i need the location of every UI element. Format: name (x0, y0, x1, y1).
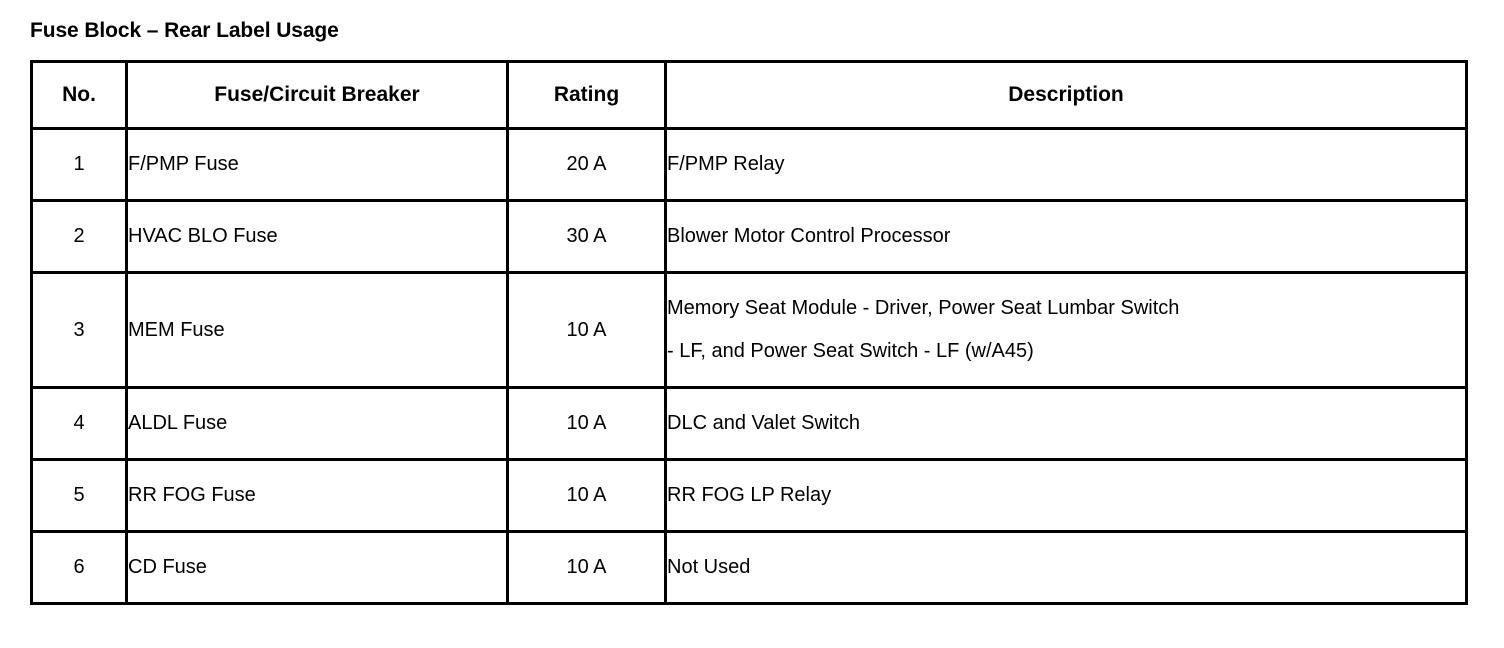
table-header: No. Fuse/Circuit Breaker Rating Descript… (30, 60, 1468, 130)
cell-description: Memory Seat Module - Driver, Power Seat … (664, 271, 1468, 389)
description-line: F/PMP Relay (667, 153, 785, 175)
cell-description: RR FOG LP Relay (664, 458, 1468, 533)
cell-no: 2 (30, 199, 128, 274)
table-row: 4 ALDL Fuse 10 A DLC and Valet Switch (30, 386, 1468, 461)
cell-fuse-name: RR FOG Fuse (125, 458, 509, 533)
cell-no: 6 (30, 530, 128, 605)
table-row: 5 RR FOG Fuse 10 A RR FOG LP Relay (30, 458, 1468, 533)
cell-description: DLC and Valet Switch (664, 386, 1468, 461)
cell-rating: 10 A (506, 271, 667, 389)
cell-rating: 10 A (506, 386, 667, 461)
description-line: Memory Seat Module - Driver, Power Seat … (667, 297, 1180, 319)
cell-description: Not Used (664, 530, 1468, 605)
cell-fuse-name: F/PMP Fuse (125, 127, 509, 202)
cell-no: 1 (30, 127, 128, 202)
table-header-row: No. Fuse/Circuit Breaker Rating Descript… (30, 60, 1468, 130)
fuse-table-container: No. Fuse/Circuit Breaker Rating Descript… (30, 60, 1468, 605)
cell-description: F/PMP Relay (664, 127, 1468, 202)
description-line: - LF, and Power Seat Switch - LF (w/A45) (667, 340, 1034, 362)
cell-rating: 20 A (506, 127, 667, 202)
column-header-fuse-circuit-breaker: Fuse/Circuit Breaker (125, 60, 509, 130)
cell-no: 3 (30, 271, 128, 389)
cell-fuse-name: CD Fuse (125, 530, 509, 605)
table-row: 6 CD Fuse 10 A Not Used (30, 530, 1468, 605)
cell-no: 5 (30, 458, 128, 533)
description-line: DLC and Valet Switch (667, 412, 861, 434)
fuse-usage-table: No. Fuse/Circuit Breaker Rating Descript… (30, 60, 1468, 605)
cell-rating: 10 A (506, 458, 667, 533)
cell-fuse-name: HVAC BLO Fuse (125, 199, 509, 274)
page-title: Fuse Block – Rear Label Usage (30, 19, 339, 42)
table-row: 2 HVAC BLO Fuse 30 A Blower Motor Contro… (30, 199, 1468, 274)
cell-rating: 30 A (506, 199, 667, 274)
description-line: Not Used (667, 556, 751, 578)
cell-fuse-name: MEM Fuse (125, 271, 509, 389)
description-line: RR FOG LP Relay (667, 484, 832, 506)
table-body: 1 F/PMP Fuse 20 A F/PMP Relay 2 HVAC BLO… (30, 127, 1468, 605)
cell-rating: 10 A (506, 530, 667, 605)
column-header-rating: Rating (506, 60, 667, 130)
cell-fuse-name: ALDL Fuse (125, 386, 509, 461)
column-header-description: Description (664, 60, 1468, 130)
table-row: 1 F/PMP Fuse 20 A F/PMP Relay (30, 127, 1468, 202)
cell-description: Blower Motor Control Processor (664, 199, 1468, 274)
table-row: 3 MEM Fuse 10 A Memory Seat Module - Dri… (30, 271, 1468, 389)
description-line: Blower Motor Control Processor (667, 225, 951, 247)
cell-no: 4 (30, 386, 128, 461)
column-header-no: No. (30, 60, 128, 130)
